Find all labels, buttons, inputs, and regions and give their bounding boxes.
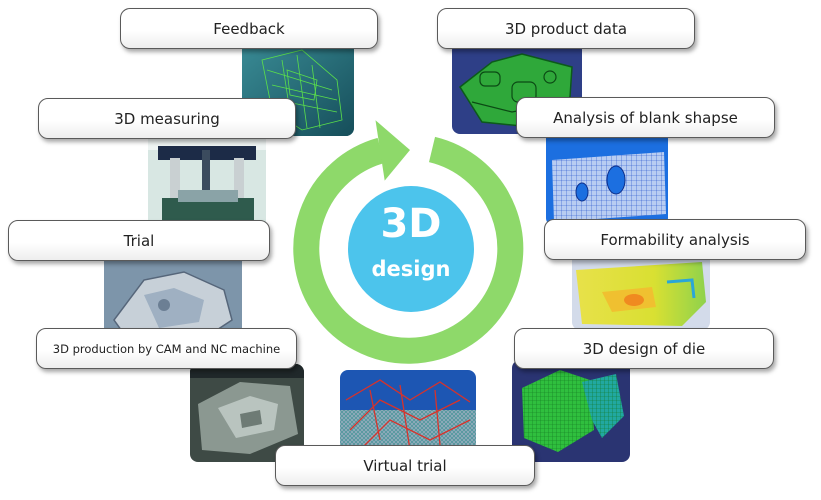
- step-3d-measuring-label: 3D measuring: [38, 98, 296, 139]
- step-trial-label: Trial: [8, 220, 270, 261]
- step-analysis-of-blank-shape-label: Analysis of blank shapse: [516, 97, 775, 138]
- center-title: 3D: [380, 201, 442, 247]
- step-formability-analysis-label: Formability analysis: [544, 219, 806, 260]
- step-virtual-trial-label: Virtual trial: [275, 445, 535, 486]
- step-3d-product-data-label: 3D product data: [437, 8, 695, 49]
- step-feedback-label: Feedback: [120, 8, 378, 49]
- center-circle: [348, 186, 474, 312]
- step-3d-design-of-die-label: 3D design of die: [514, 328, 774, 369]
- formability-contour-image: [572, 252, 710, 330]
- step-3d-production-label: 3D production by CAM and NC machine: [36, 328, 297, 369]
- center-subtitle: design: [371, 257, 451, 281]
- blank-shape-mesh-image: [546, 130, 668, 226]
- cycle-arrow-icon: [293, 120, 524, 364]
- die-design-model-image: [512, 360, 630, 462]
